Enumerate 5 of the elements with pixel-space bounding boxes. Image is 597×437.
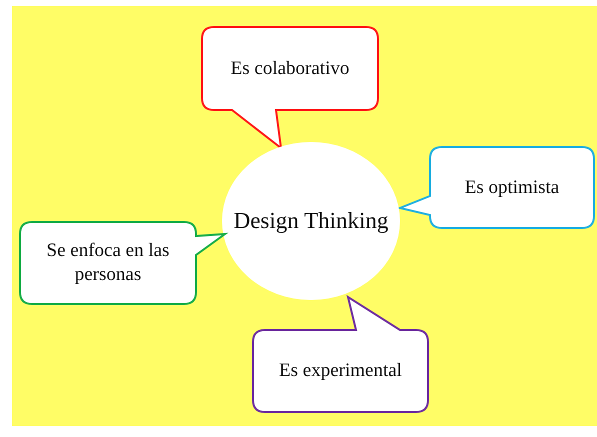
- bubble-text: Es optimista: [464, 176, 560, 200]
- center-title: Design Thinking: [234, 206, 388, 235]
- bubble-text: Es experimental: [279, 359, 402, 383]
- bubble-text: Se enfoca en las personas: [46, 239, 170, 287]
- bubble-text: Es colaborativo: [230, 56, 350, 80]
